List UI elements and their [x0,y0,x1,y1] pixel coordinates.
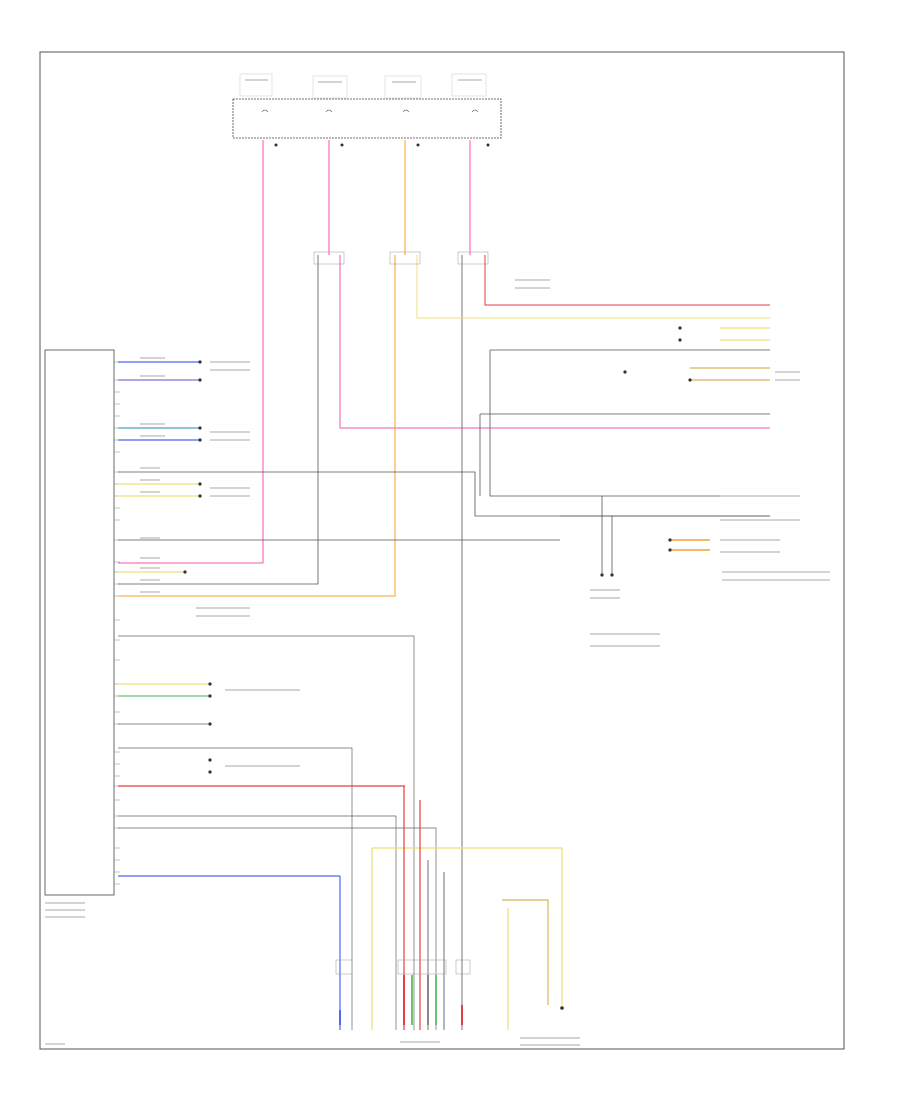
top-fuse-block [232,73,502,139]
tiny-label-marks [45,79,830,1046]
trailer-control-module [44,349,115,896]
fuse-1 [239,73,273,113]
fuse-4 [451,73,487,113]
right-mid-wires [560,495,770,575]
diagram-frame [39,51,845,1050]
wire-pink-main [118,140,770,564]
bottom-connector-wires [339,786,563,1030]
fuse-2 [312,75,348,113]
bottom-color-stubs [339,975,463,1025]
wire-red-top [484,255,770,306]
wire-orange-main [118,140,406,597]
connector-dots [183,143,692,1010]
inline-connectors [313,251,489,975]
module-gray-wires [118,635,437,1030]
fuse-3 [384,75,422,113]
wire-yellow-top [416,255,770,319]
module-output-wires [118,361,405,877]
right-connector-wires [690,327,770,381]
